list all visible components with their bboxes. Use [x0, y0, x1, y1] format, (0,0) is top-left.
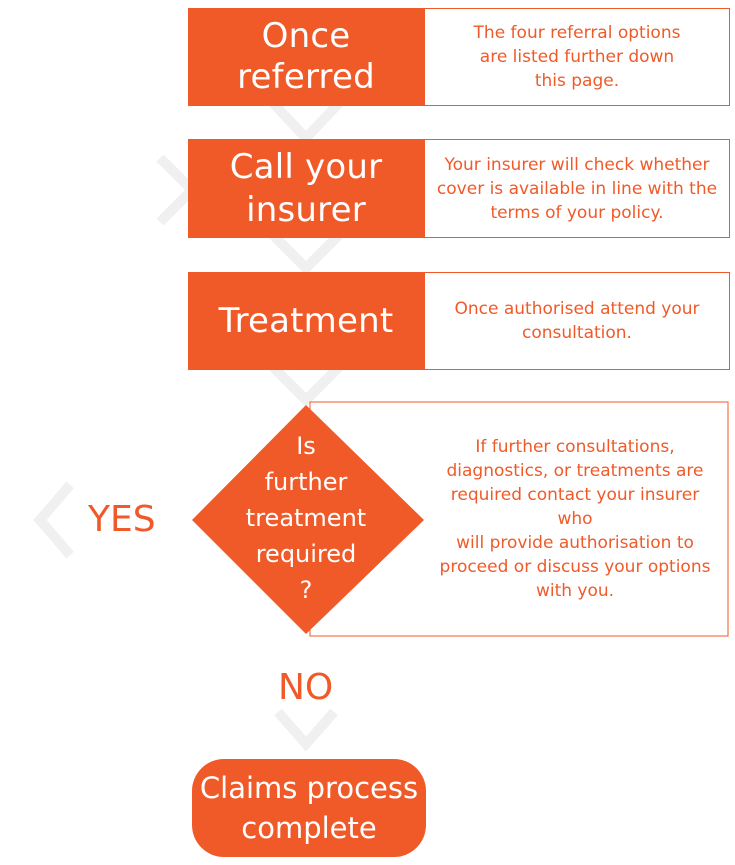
step-treatment-note: Once authorised attend your consultation…: [424, 272, 730, 370]
step-call-insurer-note: Your insurer will check whether cover is…: [424, 139, 730, 238]
step-once-referred-label: Once referred: [237, 16, 375, 97]
decision-question: Is further treatment required ?: [245, 432, 367, 604]
step-once-referred-note-text: The four referral options are listed fur…: [473, 23, 681, 91]
down-chevron-icon: [274, 708, 338, 752]
decision-note-text: If further consultations, diagnostics, o…: [439, 437, 711, 601]
step-call-insurer-note-text: Your insurer will check whether cover is…: [436, 154, 718, 223]
step-treatment-label: Treatment: [218, 300, 394, 341]
step-call-insurer-label: Call your insurer: [229, 147, 383, 230]
step-once-referred-note: The four referral options are listed fur…: [424, 8, 730, 106]
step-call-insurer: Call your insurer: [188, 139, 424, 238]
down-chevron-icon: [268, 362, 344, 408]
down-chevron-icon: [268, 98, 344, 146]
yes-label: YES: [88, 499, 156, 540]
step-treatment-note-text: Once authorised attend your consultation…: [454, 299, 700, 343]
step-treatment: Treatment: [188, 272, 424, 370]
end-claims-complete: Claims process complete: [192, 759, 426, 857]
no-label: NO: [278, 667, 334, 708]
left-chevron-icon: [33, 481, 74, 559]
step-once-referred: Once referred: [188, 8, 424, 106]
end-claims-complete-label: Claims process complete: [199, 771, 419, 845]
down-chevron-icon: [268, 230, 344, 276]
decision-note: If further consultations, diagnostics, o…: [424, 404, 726, 634]
